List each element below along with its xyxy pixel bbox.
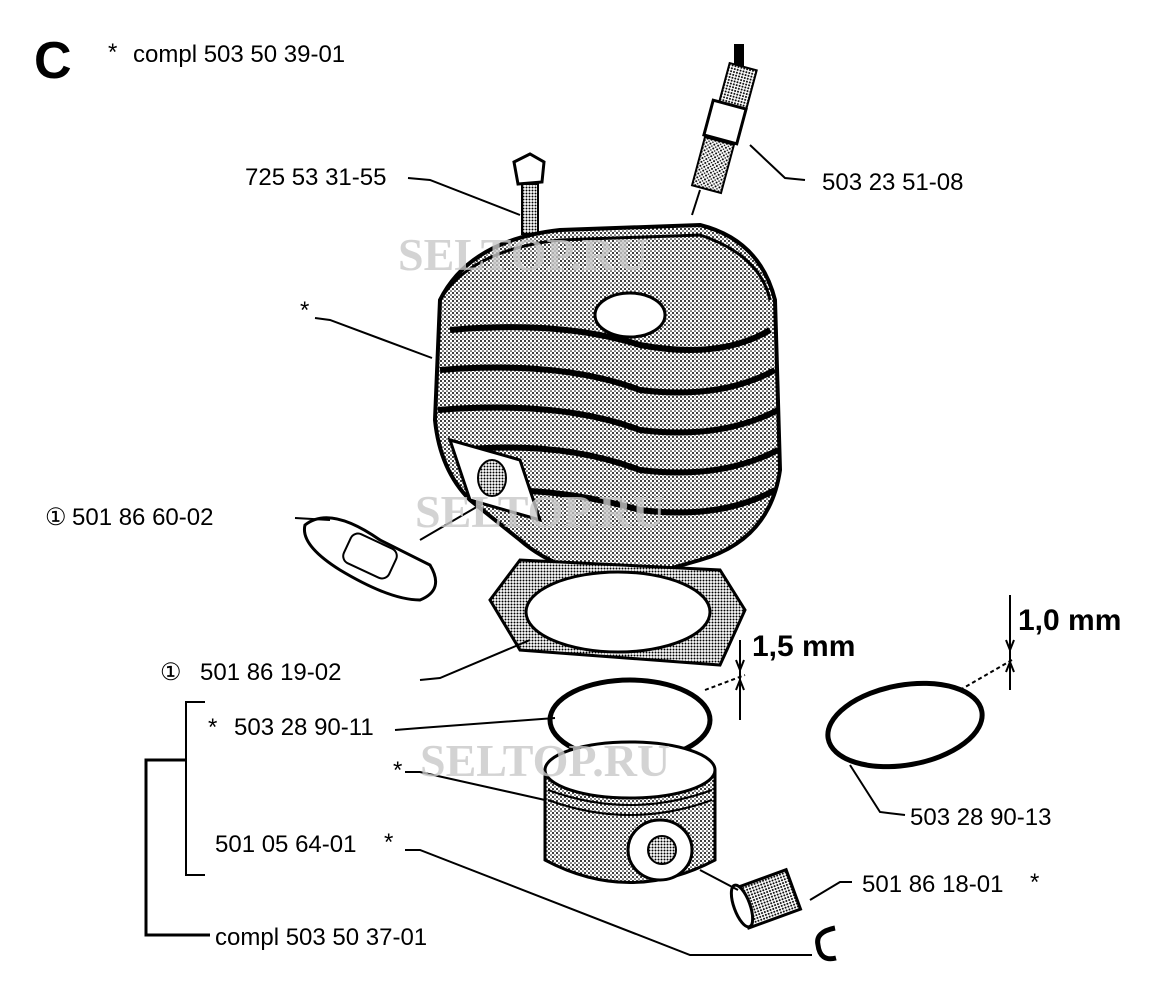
piston-pin-star: * [384, 829, 393, 856]
piston-drawing [543, 740, 717, 884]
piston-ring-label: 503 28 90-11 [234, 714, 374, 741]
bolt-leader [407, 177, 521, 216]
cylinder-leader [314, 317, 433, 359]
needle-bearing-drawing [729, 867, 803, 930]
piston-ring-alt-drawing [825, 680, 985, 770]
cylinder-gasket-drawing [488, 558, 747, 667]
dimension-ring-a [704, 640, 746, 720]
piston-assembly-label: compl 503 50 37-01 [215, 924, 427, 951]
bolt-label: 725 53 31-55 [245, 164, 386, 191]
circlip-drawing [815, 925, 837, 962]
spark-plug-label: 503 23 51-08 [822, 169, 963, 196]
cylinder-gasket-leader [419, 639, 531, 681]
section-letter: C [34, 32, 72, 90]
piston-ring-leader [394, 717, 556, 731]
exhaust-gasket-label: 501 86 60-02 [72, 504, 213, 531]
piston-ring-alt-leader [849, 764, 906, 816]
cylinder-gasket-mark: ① [160, 659, 182, 686]
watermark: SELTOP.RU [415, 486, 665, 537]
exhaust-gasket-drawing [302, 516, 438, 602]
needle-bearing-star: * [1030, 869, 1039, 896]
piston-ring-alt-label: 503 28 90-13 [910, 804, 1051, 831]
piston-pin-label: 501 05 64-01 [215, 831, 356, 858]
watermark: SELTOP.RU [398, 229, 648, 280]
assembly-star: * [108, 39, 117, 66]
piston-star: * [393, 757, 402, 784]
exhaust-gasket-mark: ① [45, 504, 67, 531]
kit-bracket [185, 701, 205, 876]
cylinder-drawing [432, 222, 783, 583]
assembly-bracket [144, 758, 210, 937]
dimension-ring-b [959, 595, 1015, 691]
spark-plug-drawing [690, 44, 758, 216]
exhaust-gasket-leader [294, 504, 481, 541]
assembly-label: compl 503 50 39-01 [133, 41, 345, 68]
piston-leader [405, 771, 546, 801]
piston-ring-star: * [208, 714, 217, 741]
bolt-drawing [512, 152, 546, 235]
needle-bearing-leader [809, 881, 852, 901]
dimension-ring-b-label: 1,0 mm [1018, 604, 1121, 637]
watermark: SELTOP.RU [420, 735, 670, 786]
needle-bearing-label: 501 86 18-01 [862, 871, 1003, 898]
dimension-ring-a-label: 1,5 mm [752, 630, 855, 663]
spark-plug-leader [749, 144, 806, 181]
piston-pin-leader [405, 849, 812, 956]
cylinder-gasket-label: 501 86 19-02 [200, 659, 341, 686]
needle-bearing-axis [699, 869, 739, 891]
cylinder-star: * [300, 297, 309, 324]
